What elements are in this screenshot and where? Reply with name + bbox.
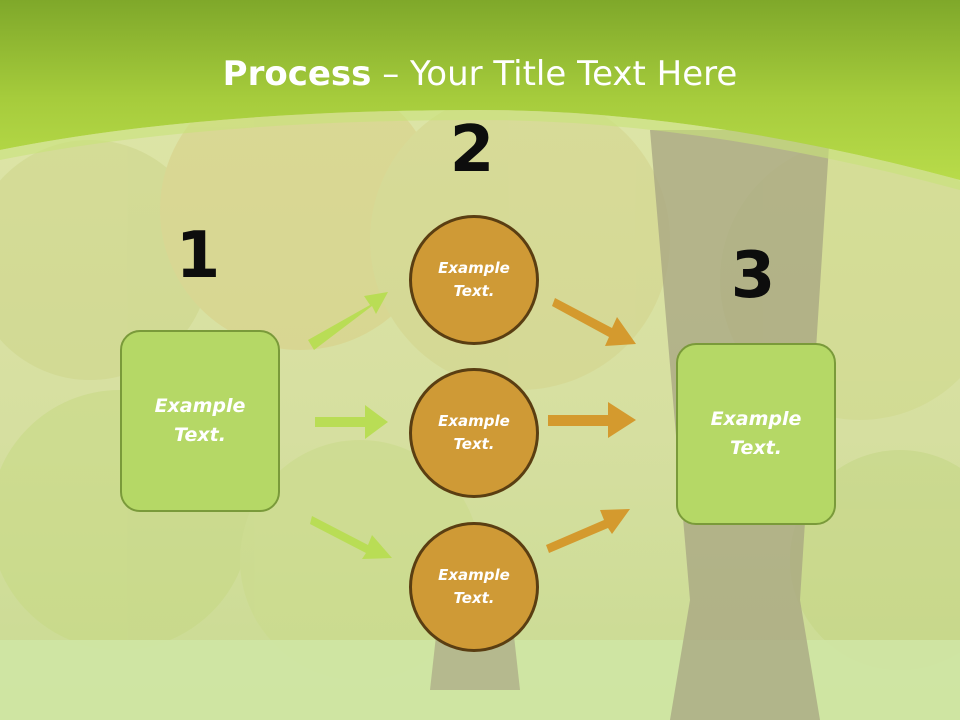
orange-arrow-down bbox=[552, 298, 636, 346]
left-box[interactable]: Example Text. bbox=[120, 330, 280, 512]
left-box-label: Example Text. bbox=[154, 395, 246, 446]
step-number-1: 1 bbox=[175, 219, 221, 293]
green-arrow-right bbox=[315, 405, 388, 439]
green-arrow-up bbox=[308, 292, 388, 350]
title-bold: Process bbox=[222, 54, 372, 94]
circle-top[interactable]: Example Text. bbox=[409, 215, 539, 345]
step-number-2: 2 bbox=[449, 113, 495, 187]
green-arrow-down bbox=[310, 516, 392, 559]
circle-bottom[interactable]: Example Text. bbox=[409, 522, 539, 652]
circle-middle[interactable]: Example Text. bbox=[409, 368, 539, 498]
orange-arrow-right bbox=[548, 402, 636, 438]
step-number-3: 3 bbox=[730, 239, 776, 313]
title-rest: Your Title Text Here bbox=[410, 54, 738, 94]
slide-title: Process – Your Title Text Here bbox=[0, 52, 960, 96]
right-box[interactable]: Example Text. bbox=[676, 343, 836, 525]
circle-middle-label: Example Text. bbox=[438, 412, 510, 453]
circle-bottom-label: Example Text. bbox=[438, 566, 510, 607]
circle-top-label: Example Text. bbox=[438, 259, 510, 300]
title-dash: – bbox=[371, 54, 411, 94]
orange-arrow-up bbox=[546, 509, 630, 553]
right-box-label: Example Text. bbox=[710, 408, 802, 459]
